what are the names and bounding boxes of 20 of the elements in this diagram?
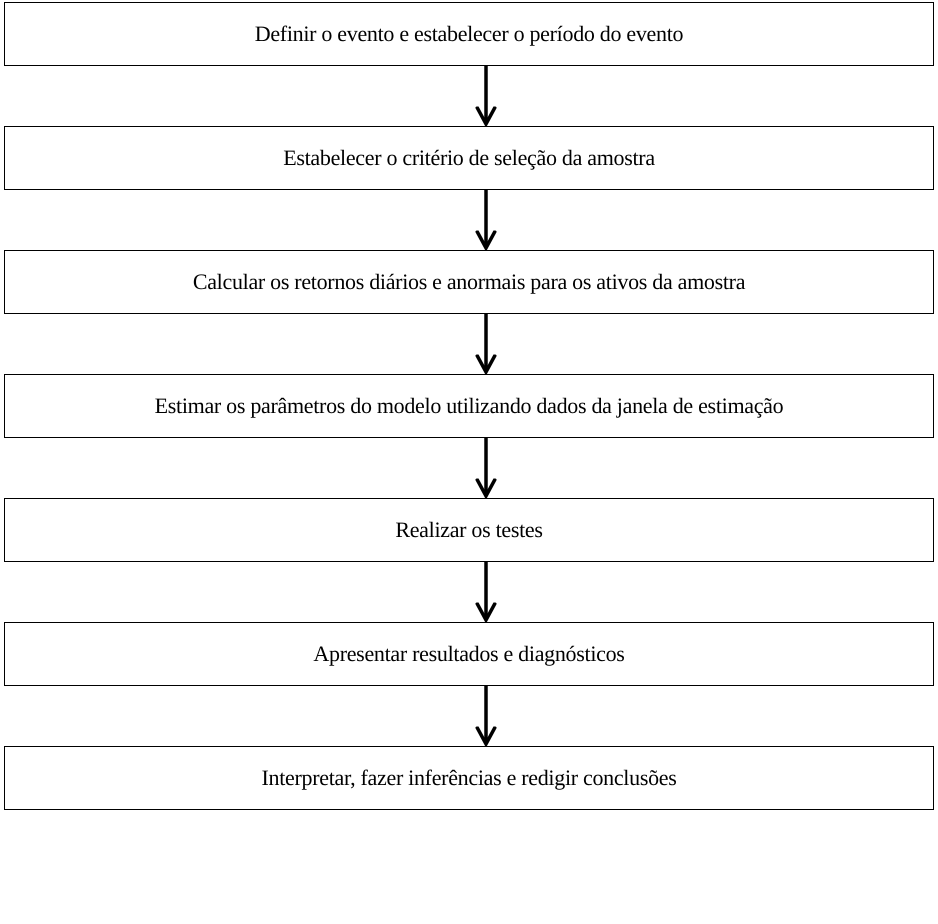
step-text: Calcular os retornos diários e anormais para os ativos da amostra [192,269,746,295]
process-box [4,250,934,314]
step-text: Realizar os testes [395,517,543,543]
arrow [474,66,498,126]
arrow [474,190,498,250]
arrow [474,686,498,746]
step-text: Definir o evento e estabelecer o período do evento [254,21,684,47]
step-text: Estabelecer o critério de seleção da amostra [283,145,655,171]
process-box [4,746,934,810]
step-text: Apresentar resultados e diagnósticos [313,641,625,667]
process-box [4,498,934,562]
step-text: Interpretar, fazer inferências e redigir conclusões [261,765,677,791]
process-box [4,622,934,686]
process-box [4,126,934,190]
arrow [474,314,498,374]
arrow [474,562,498,622]
arrow [474,438,498,498]
process-box [4,2,934,66]
step-text: Estimar os parâmetros do modelo utilizando dados da janela de estimação [154,393,784,419]
process-box [4,374,934,438]
